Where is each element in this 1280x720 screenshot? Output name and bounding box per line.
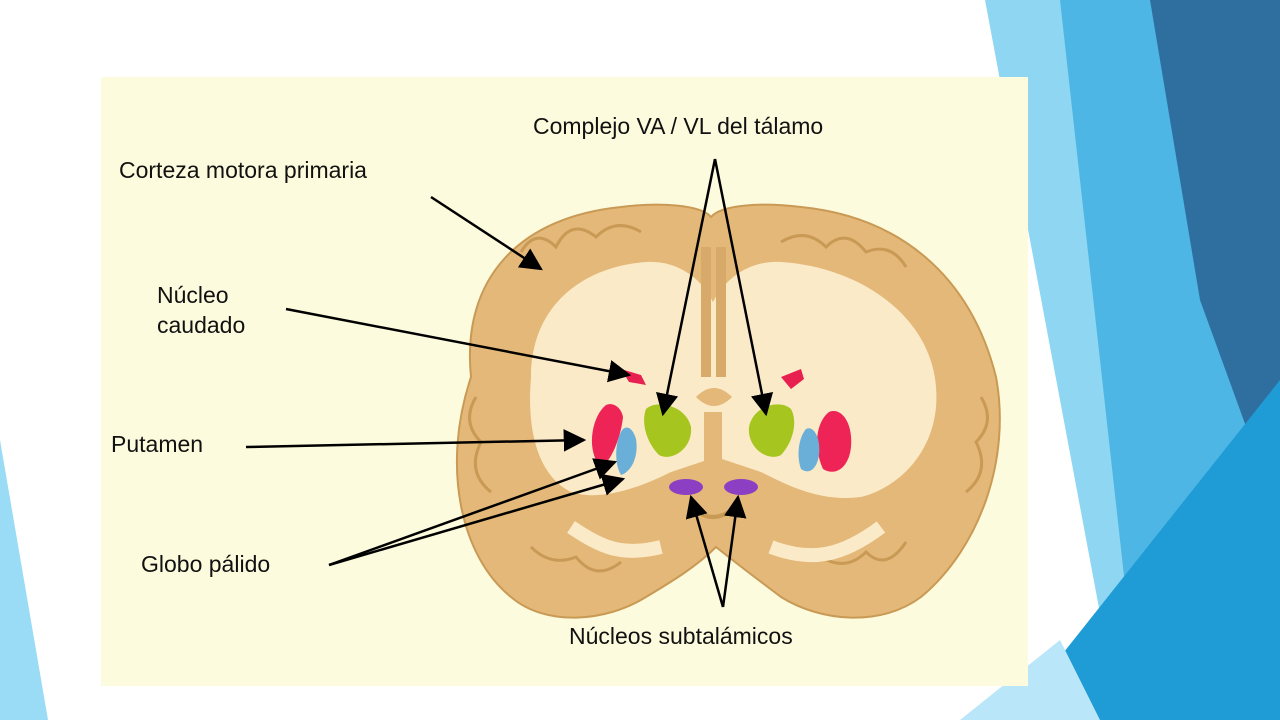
label-subthalamic-nuclei: Núcleos subtalámicos bbox=[569, 623, 793, 649]
label-arrows bbox=[245, 158, 774, 608]
arrow-thalamus-right bbox=[713, 158, 774, 417]
label-caudate-nucleus: Núcleo caudado bbox=[157, 280, 245, 340]
putamen-right bbox=[817, 411, 852, 472]
arrow-subthalamic-right bbox=[721, 494, 747, 608]
slide-accent-shape-bottom-left bbox=[960, 640, 1100, 720]
slide-accent-shape-left bbox=[0, 440, 48, 720]
arrow-caudate bbox=[285, 307, 632, 383]
label-caudate-line2: caudado bbox=[157, 312, 246, 338]
subthalamic-nucleus-right bbox=[724, 479, 758, 495]
label-putamen: Putamen bbox=[111, 431, 204, 457]
putamen-left bbox=[591, 404, 623, 467]
brain-illustration bbox=[245, 158, 1001, 619]
slide-accent-shape-dark bbox=[1150, 0, 1280, 520]
arrow-subthalamic-left bbox=[685, 494, 725, 608]
arrow-globus-pallidus-1 bbox=[328, 458, 618, 567]
label-globus-pallidus: Globo pálido bbox=[141, 551, 271, 577]
arrow-motor-cortex bbox=[430, 195, 543, 271]
midline-structures bbox=[689, 247, 737, 519]
label-primary-motor-cortex: Corteza motora primaria bbox=[119, 157, 367, 183]
caudate-nucleus-right bbox=[781, 369, 804, 389]
thalamus-va-vl-left bbox=[644, 404, 692, 457]
globus-pallidus-right bbox=[798, 428, 820, 472]
subthalamic-nucleus-left bbox=[669, 479, 703, 495]
brain-coronal-section-figure: Complejo VA / VL del tálamo Corteza moto… bbox=[101, 77, 1028, 686]
thalamus-va-vl-right bbox=[748, 404, 795, 457]
arrow-thalamus-left bbox=[656, 158, 717, 417]
arrow-putamen bbox=[245, 429, 587, 452]
arrow-globus-pallidus-2 bbox=[328, 473, 626, 567]
slide-accent-shape-bottom bbox=[1010, 380, 1280, 720]
label-caudate-line1: Núcleo bbox=[157, 282, 229, 308]
globus-pallidus-left bbox=[616, 427, 637, 475]
label-thalamus-va-vl: Complejo VA / VL del tálamo bbox=[533, 113, 824, 139]
